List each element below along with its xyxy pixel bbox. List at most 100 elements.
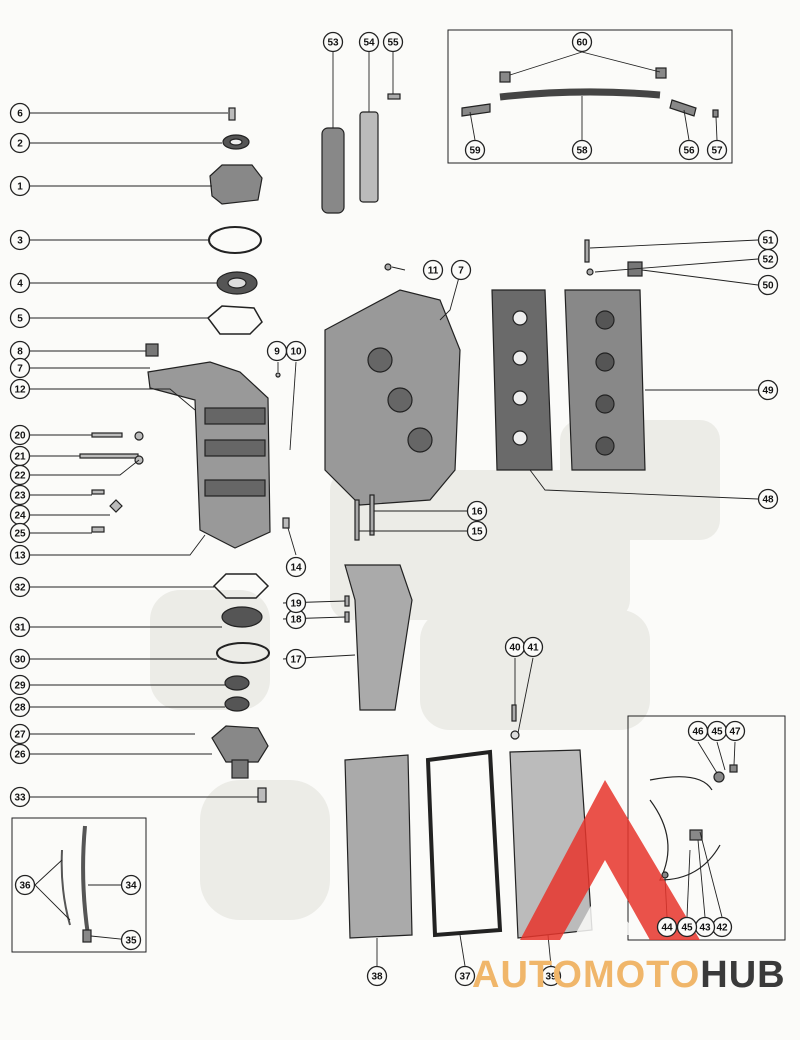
callout-circle: [466, 500, 488, 522]
callout-59: 59: [464, 139, 486, 161]
callout-circle: [454, 965, 476, 987]
callout-circle: [366, 965, 388, 987]
fitting-35: [82, 929, 92, 943]
o-ring-30: [216, 642, 270, 664]
callout-15: 15: [466, 520, 488, 542]
callout-circle: [678, 139, 700, 161]
callout-45: 45: [706, 720, 728, 742]
watermark-part1: AUTOMOTO: [472, 954, 701, 996]
callout-circle: [9, 102, 31, 124]
bearing-31: [221, 606, 263, 628]
callout-21: 21: [9, 445, 31, 467]
callout-44: 44: [656, 916, 678, 938]
callout-39: 39: [540, 965, 562, 987]
callout-circle: [9, 786, 31, 808]
gasket-37: [425, 749, 503, 938]
callout-number: 20: [14, 431, 26, 442]
callout-circle: [9, 674, 31, 696]
tube-inset-parts: [60, 825, 92, 943]
callout-number: 3: [17, 236, 23, 247]
callout-number: 29: [14, 681, 26, 692]
callout-number: 42: [716, 923, 728, 934]
callout-45: 45: [676, 916, 698, 938]
callout-circle: [571, 31, 593, 53]
callout-9: 9: [266, 340, 288, 362]
callout-34: 34: [120, 874, 142, 896]
callout-number: 16: [471, 507, 483, 518]
callout-circle: [422, 259, 444, 281]
callout-number: 25: [14, 529, 26, 540]
callout-22: 22: [9, 464, 31, 486]
callout-circle: [382, 31, 404, 53]
callout-number: 14: [290, 563, 302, 574]
callout-number: 50: [762, 281, 774, 292]
callout-number: 8: [17, 347, 23, 358]
callout-number: 32: [14, 583, 26, 594]
callout-number: 26: [14, 750, 26, 761]
callout-circle: [9, 357, 31, 379]
callout-circle: [757, 274, 779, 296]
bolt-51: [584, 239, 590, 263]
callout-circle: [450, 259, 472, 281]
callout-number: 38: [371, 972, 383, 983]
callout-number: 17: [290, 655, 302, 666]
fitting-24: [109, 499, 123, 513]
callout-circle: [656, 916, 678, 938]
screw-11: [384, 263, 392, 271]
callout-circle: [9, 378, 31, 400]
callout-7: 7: [450, 259, 472, 281]
callout-31: 31: [9, 616, 31, 638]
callout-number: 27: [14, 730, 26, 741]
callout-19: 19: [285, 592, 307, 614]
callout-number: 5: [17, 314, 23, 325]
pin-19: [344, 595, 350, 607]
callout-number: 7: [17, 364, 23, 375]
callout-number: 21: [14, 452, 26, 463]
callout-circle: [706, 139, 728, 161]
callout-circle: [9, 616, 31, 638]
callout-number: 54: [363, 38, 375, 49]
tube-inset-box: [11, 817, 147, 953]
callout-circle: [464, 139, 486, 161]
fitting-59: [461, 103, 491, 117]
callout-number: 28: [14, 703, 26, 714]
screw-44: [661, 871, 669, 879]
callout-number: 11: [428, 266, 439, 277]
callout-40: 40: [504, 636, 526, 658]
hose-inset-box: [447, 29, 733, 164]
housing-26: [211, 725, 269, 763]
stud-16: [369, 494, 375, 536]
callout-number: 51: [762, 236, 774, 247]
callout-circle: [757, 379, 779, 401]
callout-46: 46: [687, 720, 709, 742]
callout-number: 24: [14, 511, 26, 522]
callout-circle: [9, 723, 31, 745]
callout-2: 2: [9, 132, 31, 154]
screw-23: [91, 489, 105, 495]
callout-circle: [285, 556, 307, 578]
callout-circle: [9, 544, 31, 566]
callout-60: 60: [571, 31, 593, 53]
callout-8: 8: [9, 340, 31, 362]
callout-number: 33: [14, 793, 26, 804]
callout-number: 13: [14, 551, 26, 562]
callout-27: 27: [9, 723, 31, 745]
washer-52: [586, 268, 594, 276]
callout-circle: [9, 484, 31, 506]
callout-number: 19: [290, 599, 302, 610]
callout-circle: [120, 929, 142, 951]
stud-15: [354, 499, 360, 541]
callout-number: 2: [17, 139, 23, 150]
callout-circle: [687, 720, 709, 742]
cover-53: [321, 127, 345, 214]
callout-number: 58: [576, 146, 588, 157]
callout-circle: [522, 636, 544, 658]
callout-29: 29: [9, 674, 31, 696]
callout-number: 47: [729, 727, 741, 738]
tube-36: [60, 849, 71, 926]
callout-23: 23: [9, 484, 31, 506]
callout-49: 49: [757, 379, 779, 401]
callout-circle: [9, 307, 31, 329]
callout-circle: [358, 31, 380, 53]
